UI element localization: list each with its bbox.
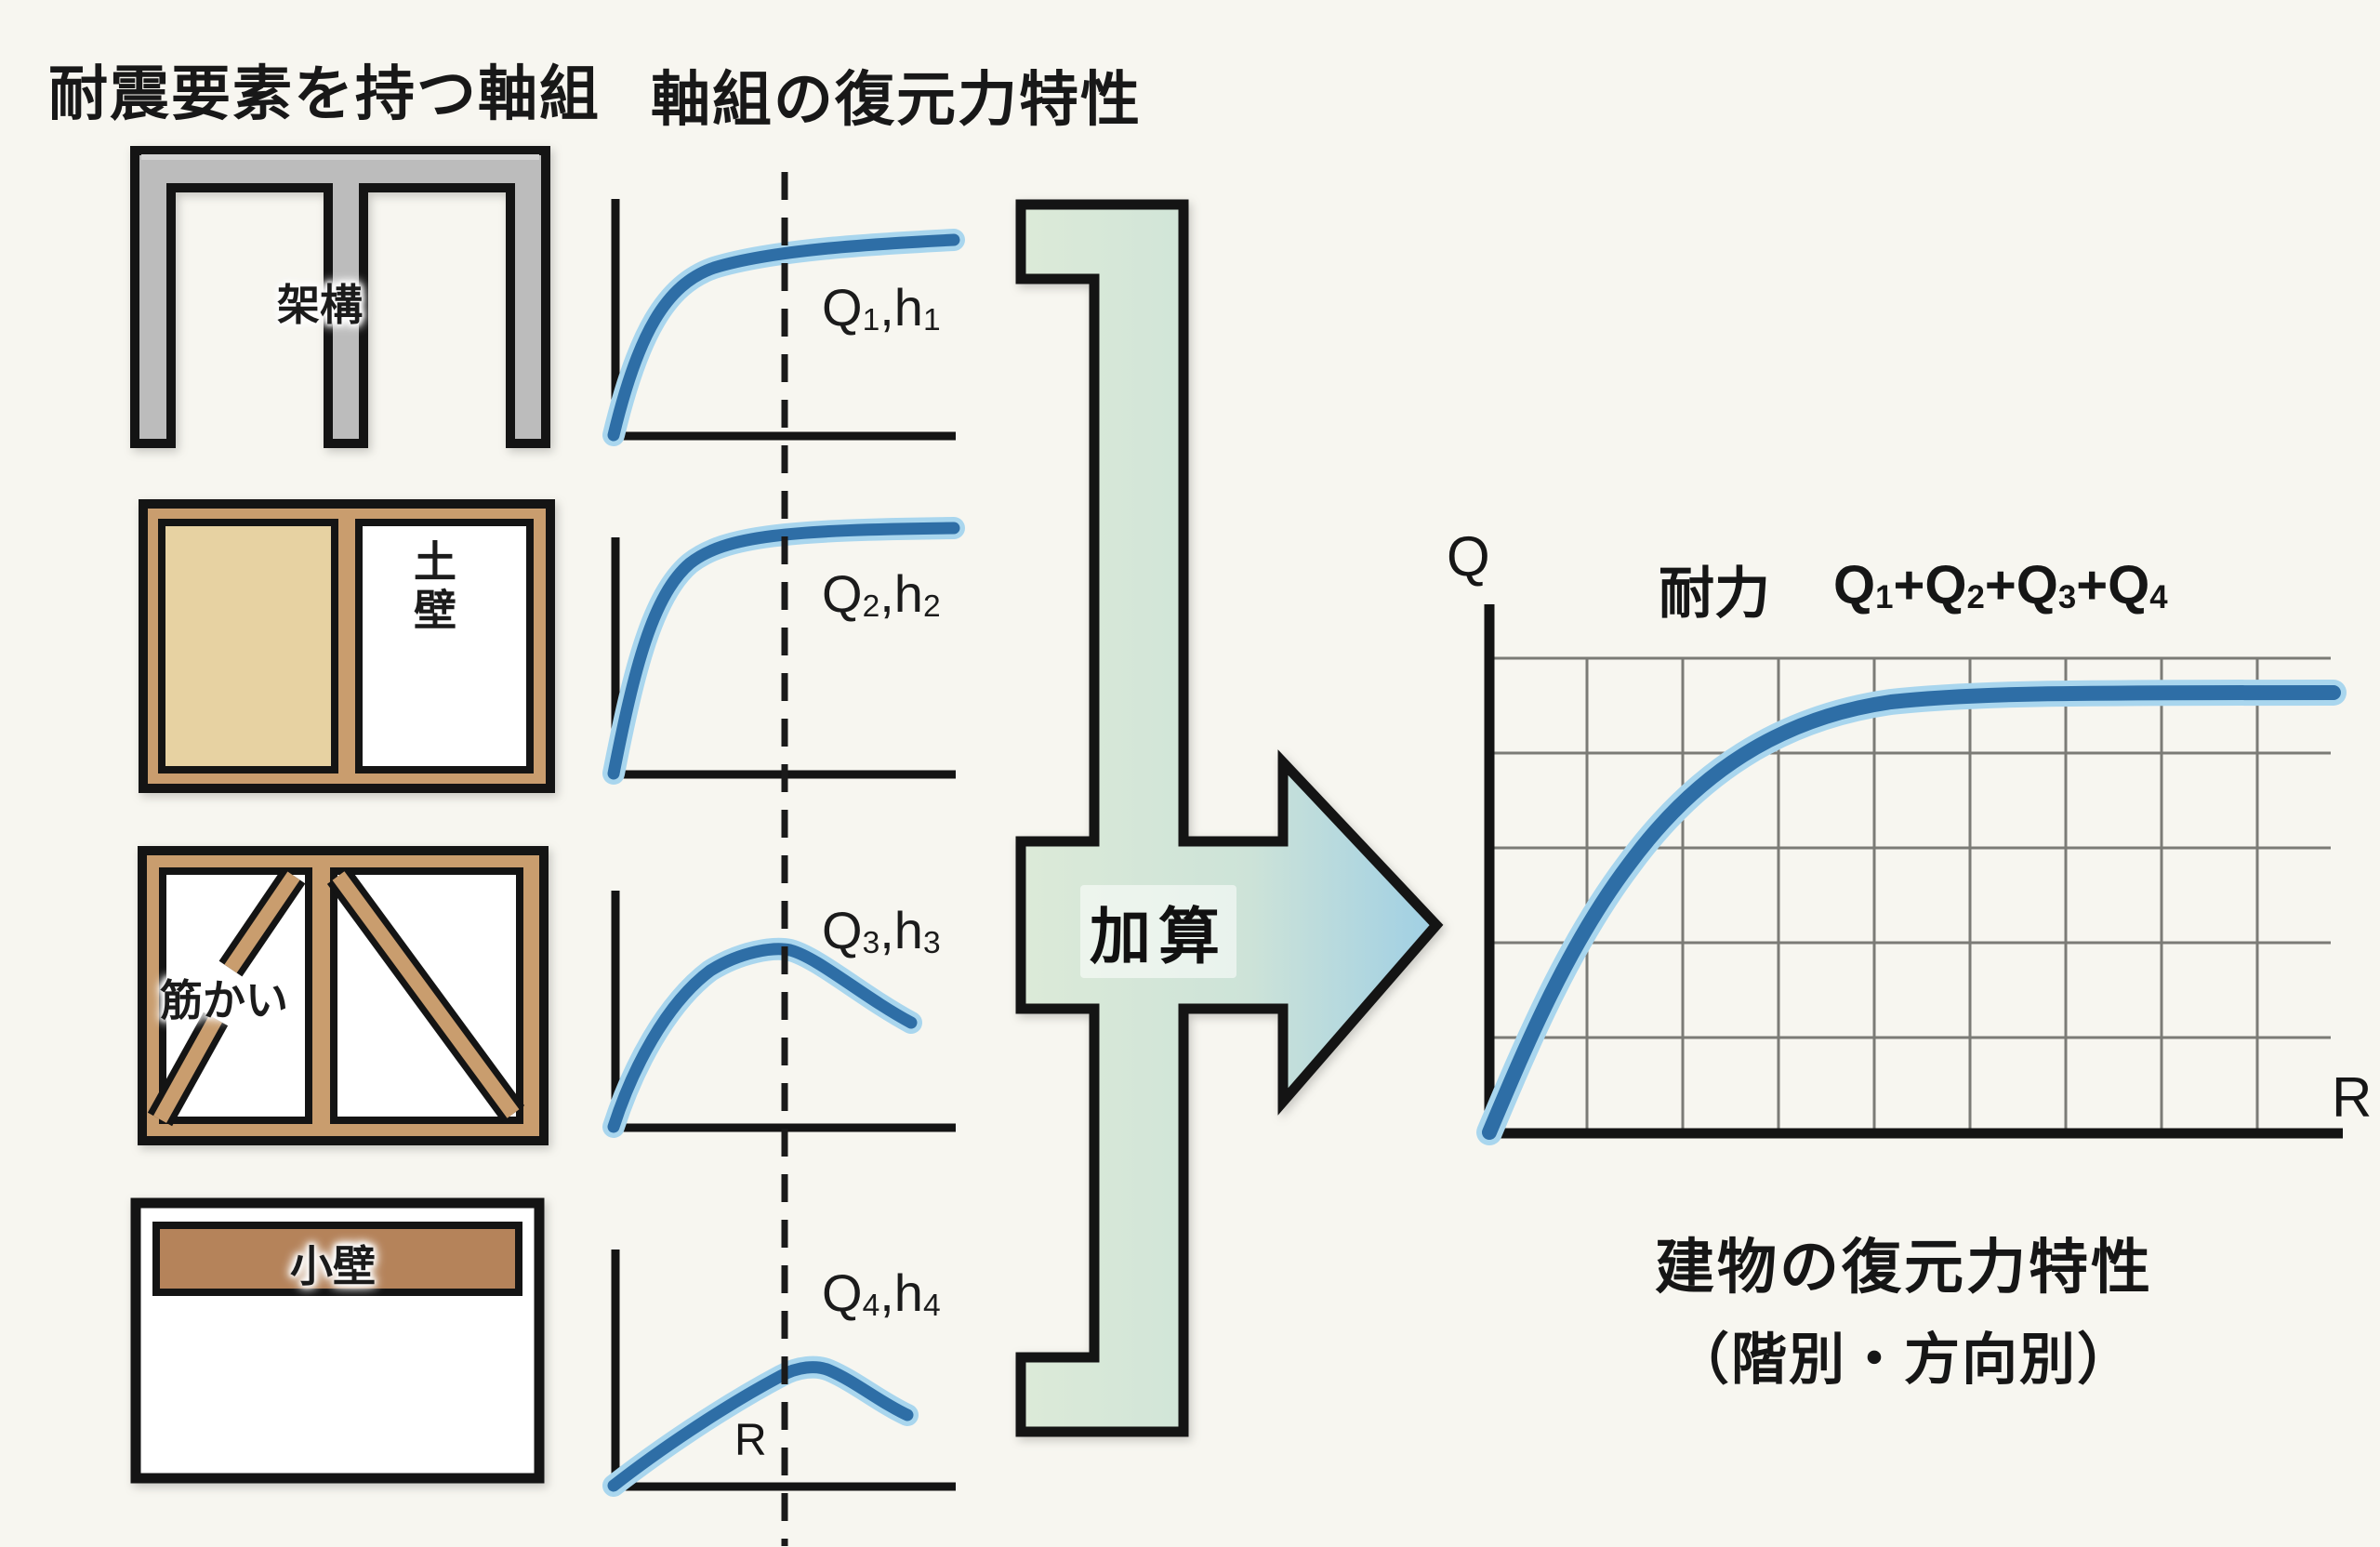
brace-left-seg2 [224, 871, 300, 973]
frame-label-portal: 架構 [277, 281, 363, 329]
frame-label-mudwall: 土壁 [408, 539, 456, 636]
title-left-column: 耐震要素を持つ軸組 [48, 60, 601, 127]
curve-label-1: Q1,h1 [822, 278, 941, 337]
mud-wall-open-panel [355, 519, 534, 774]
mini-chart-2-curve [607, 522, 960, 780]
result-chart-formula: Q1+Q2+Q3+Q4 [1833, 555, 2168, 615]
mini-chart-1-curve [607, 233, 960, 442]
adder-label: 加算 [1080, 885, 1236, 978]
result-chart-title: 耐力 [1659, 562, 1770, 625]
result-curve [1482, 685, 2341, 1140]
brace-left-seg1 [153, 1015, 222, 1123]
spandrel-band [152, 1222, 522, 1296]
result-curve-glow [1476, 680, 2347, 1145]
frame-label-brace: 筋かい [160, 976, 288, 1025]
result-chart-grid-horizontals [1491, 656, 2331, 1039]
result-caption-line2: （階別・方向別） [1673, 1329, 2135, 1391]
mini-chart-2 [602, 517, 965, 785]
mud-wall-figure [139, 499, 555, 793]
curve-label-3: Q3,h3 [822, 901, 941, 960]
curve-label-4: Q4,h4 [822, 1263, 941, 1323]
result-chart [1476, 604, 2347, 1145]
mini-chart-4 [602, 1250, 956, 1497]
result-chart-grid-verticals [1585, 658, 2259, 1134]
mini-chart-3 [602, 891, 956, 1138]
mud-wall-filled-panel [158, 519, 338, 774]
brace-frame-figure [138, 846, 549, 1145]
portal-frame-figure [130, 146, 550, 448]
adder-collector-arrow-polygon [1015, 199, 1444, 1437]
frame-label-spandrel: 小壁 [290, 1242, 376, 1290]
portal-frame-shape [130, 146, 550, 448]
reference-drift-dashed-line [781, 172, 788, 1546]
title-middle-column: 軸組の復元力特性 [651, 66, 1142, 133]
mini-chart-1 [602, 199, 965, 446]
adder-arrow-shape [1015, 199, 1444, 1437]
mini-chart-4-r-label: R [734, 1416, 767, 1465]
mini-chart-3-curve [607, 943, 918, 1133]
mini-chart-4-curve [607, 1361, 914, 1492]
spandrel-wall-figure [130, 1197, 545, 1484]
brace-right [332, 871, 520, 1118]
curve-label-2: Q2,h2 [822, 564, 941, 624]
result-caption-line1: 建物の復元力特性 [1655, 1234, 2153, 1301]
result-chart-x-label: R [2332, 1066, 2373, 1129]
result-chart-y-label: Q [1447, 525, 1490, 588]
